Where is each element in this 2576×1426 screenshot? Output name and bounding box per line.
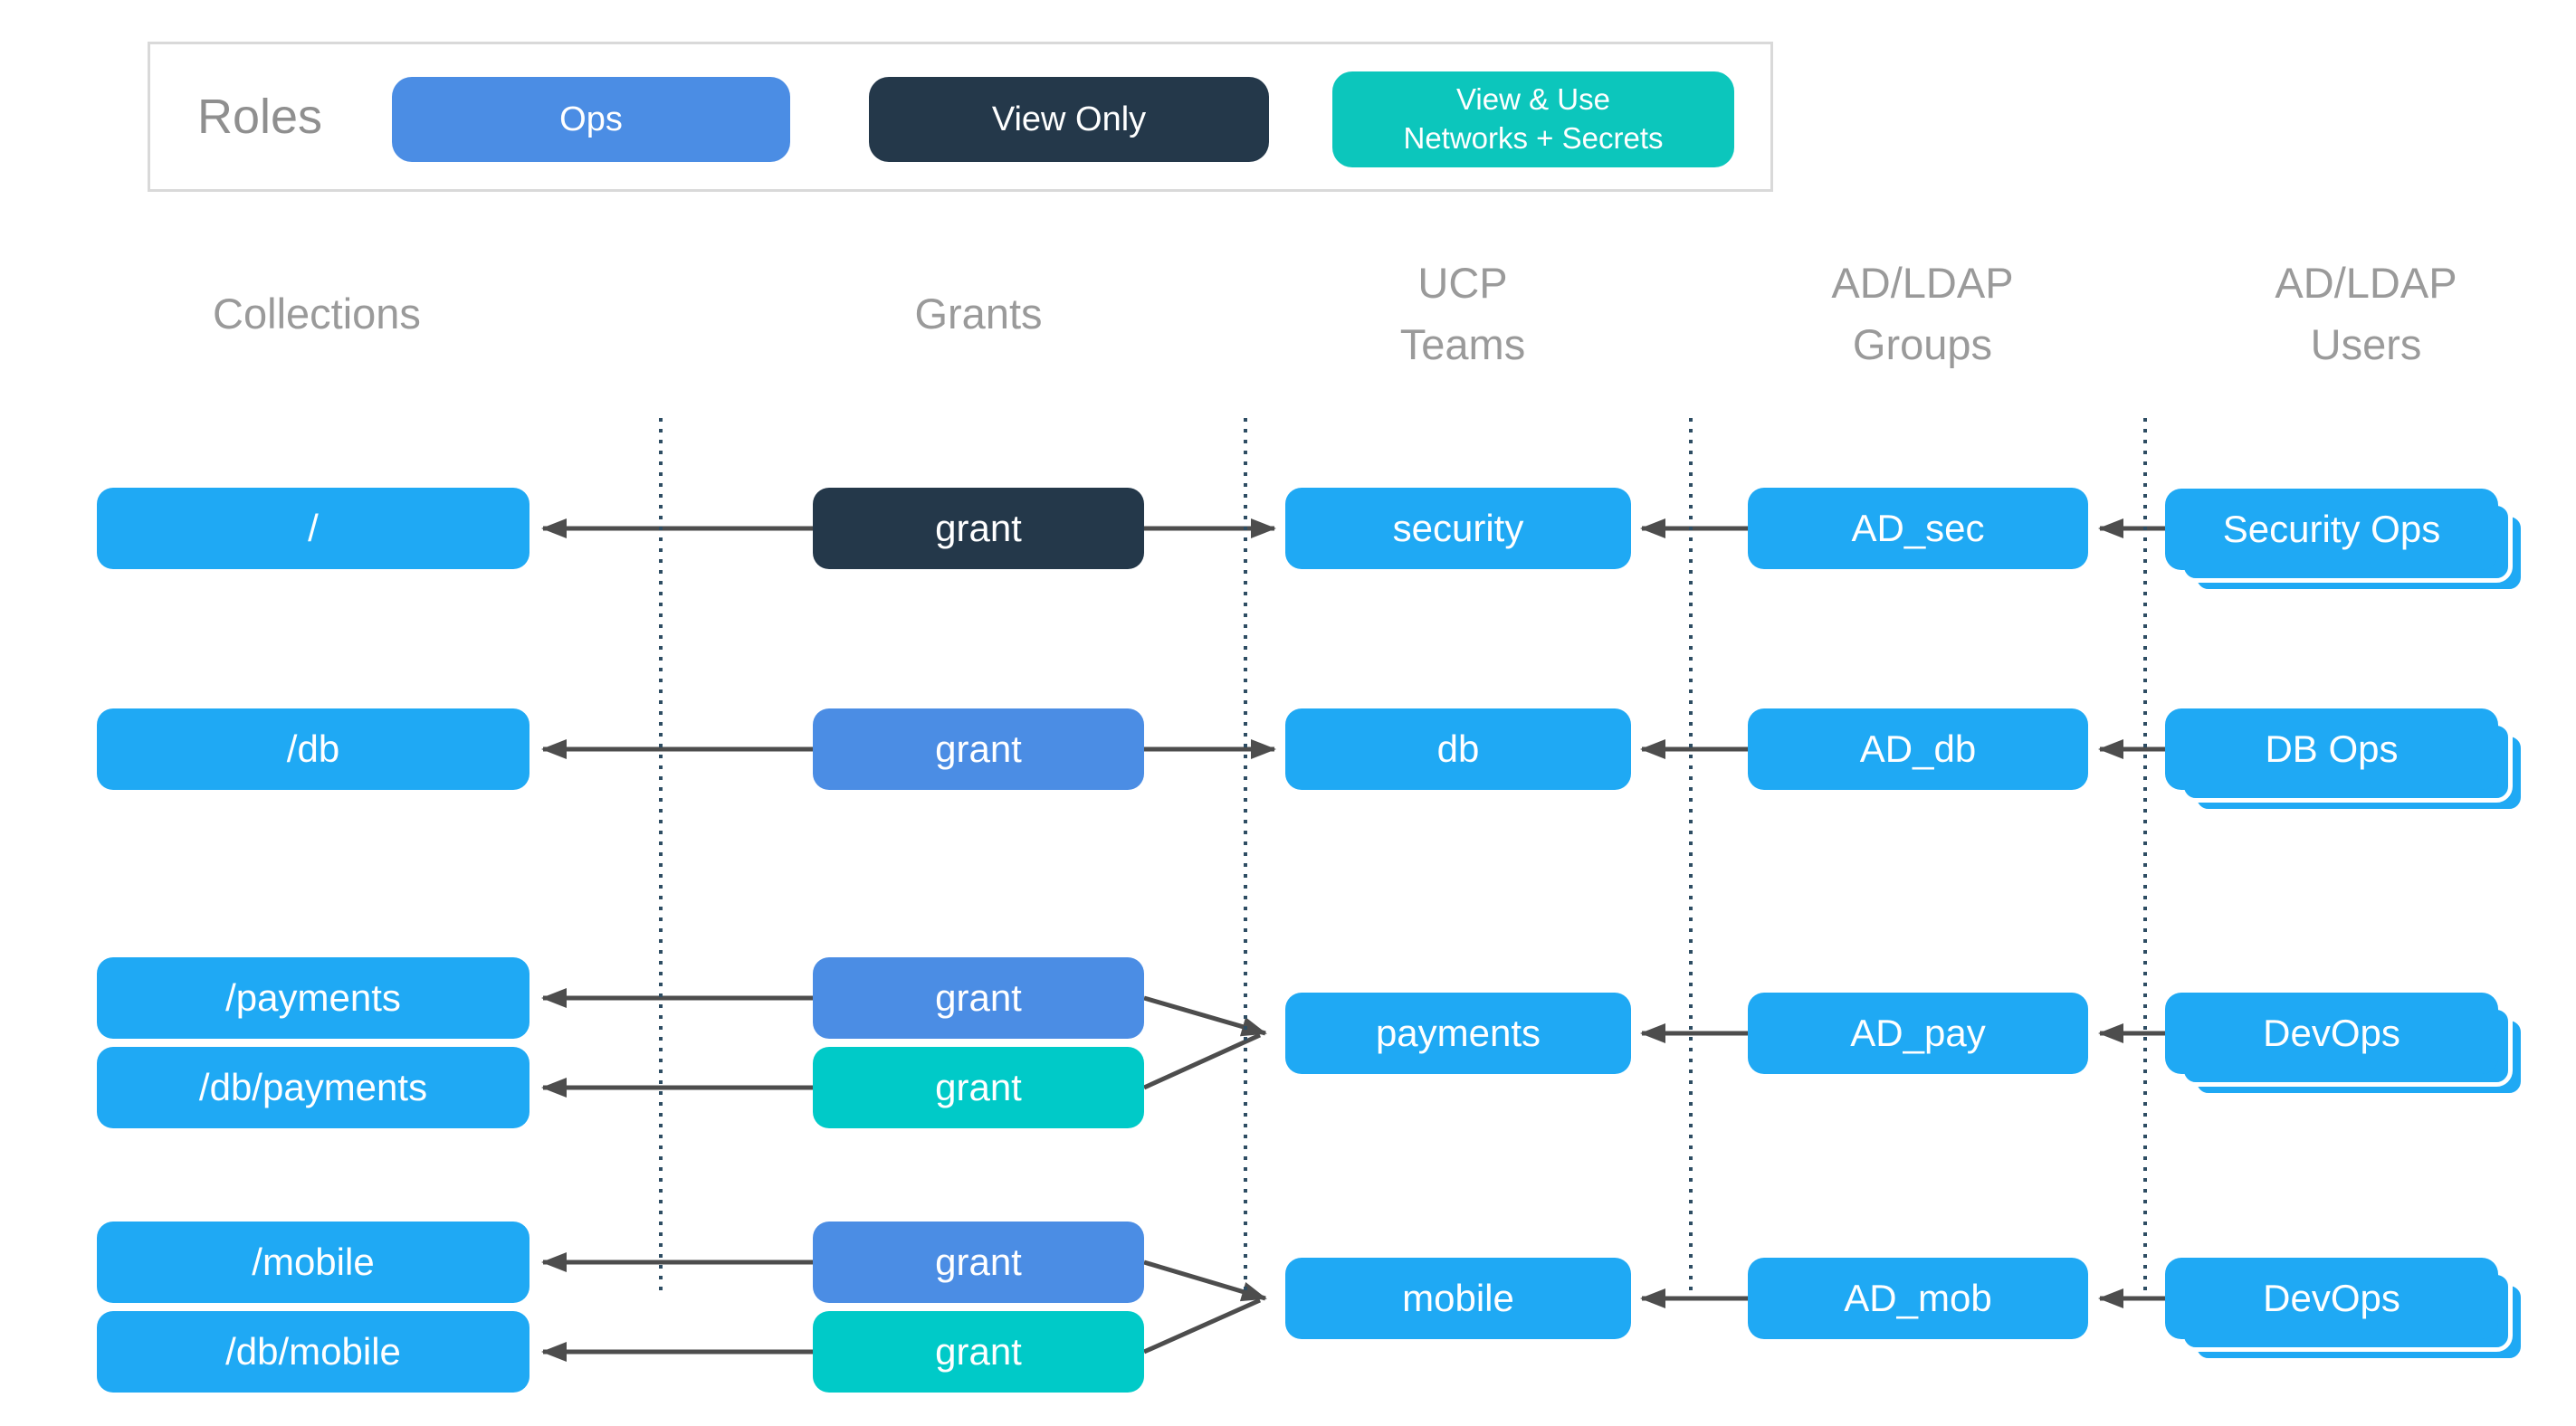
column-divider-collections-grants xyxy=(659,418,663,1292)
group-node-ad-sec: AD_sec xyxy=(1748,488,2088,569)
header-ucp-teams: UCP Teams xyxy=(1399,258,1526,368)
team-node-security: security xyxy=(1285,488,1631,569)
header-grants: Grants xyxy=(914,289,1043,337)
user-stack-security-ops: Security Ops xyxy=(2165,489,2525,594)
grant-node-ops-db: grant xyxy=(813,708,1144,790)
arrow-grant4-to-payments-team xyxy=(1142,1032,1262,1090)
legend-role-view-only: View Only xyxy=(869,77,1269,162)
grant-node-ops-payments: grant xyxy=(813,957,1144,1039)
legend-title: Roles xyxy=(197,90,323,144)
grant-node-viewuse-payments: grant xyxy=(813,1047,1144,1128)
collection-node-payments: /payments xyxy=(97,957,530,1039)
collection-node-root: / xyxy=(97,488,530,569)
user-node-devops: DevOps xyxy=(2165,1258,2498,1339)
user-stack-db-ops: DB Ops xyxy=(2165,708,2525,813)
user-stack-devops-mobile: DevOps xyxy=(2165,1258,2525,1363)
legend-role-ops: Ops xyxy=(392,77,790,162)
collection-node-db-payments: /db/payments xyxy=(97,1047,530,1128)
arrow-grant6-to-mobile-team xyxy=(1142,1298,1262,1355)
group-node-ad-mob: AD_mob xyxy=(1748,1258,2088,1339)
group-node-ad-pay: AD_pay xyxy=(1748,993,2088,1074)
collection-node-mobile: /mobile xyxy=(97,1222,530,1303)
user-node-security-ops: Security Ops xyxy=(2165,489,2498,570)
grant-node-viewuse-mobile: grant xyxy=(813,1311,1144,1393)
team-node-mobile: mobile xyxy=(1285,1258,1631,1339)
header-adldap-users: AD/LDAP Users xyxy=(2275,258,2457,368)
header-collections: Collections xyxy=(213,289,421,337)
column-divider-teams-groups xyxy=(1689,418,1693,1292)
group-node-ad-db: AD_db xyxy=(1748,708,2088,790)
column-divider-grants-teams xyxy=(1244,418,1247,1292)
roles-legend: Roles Ops View Only View & Use Networks … xyxy=(148,42,1773,192)
legend-role-view-use-networks-secrets: View & Use Networks + Secrets xyxy=(1332,71,1734,167)
grant-node-ops-mobile: grant xyxy=(813,1222,1144,1303)
column-divider-groups-users xyxy=(2143,418,2147,1292)
collection-node-db-mobile: /db/mobile xyxy=(97,1311,530,1393)
team-node-db: db xyxy=(1285,708,1631,790)
user-node-devops: DevOps xyxy=(2165,993,2498,1074)
user-stack-devops-payments: DevOps xyxy=(2165,993,2525,1098)
user-node-db-ops: DB Ops xyxy=(2165,708,2498,790)
collection-node-db: /db xyxy=(97,708,530,790)
team-node-payments: payments xyxy=(1285,993,1631,1074)
grant-node-view-only-security: grant xyxy=(813,488,1144,569)
header-adldap-groups: AD/LDAP Groups xyxy=(1831,258,2014,368)
